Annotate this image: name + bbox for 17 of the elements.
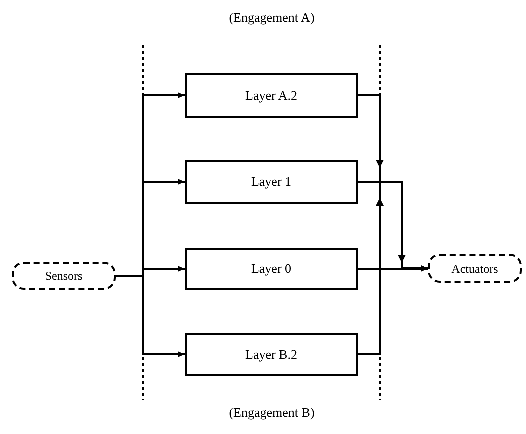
group-label: (Engagement A) (228, 9, 316, 27)
node-label: Layer A.2 (246, 86, 298, 105)
node-label: Layer 0 (251, 260, 292, 278)
arrow (358, 181, 428, 356)
node-label: Actuators (452, 260, 498, 278)
layer-box (185, 160, 358, 204)
layer-box (185, 248, 358, 290)
io-terminal (428, 254, 522, 283)
arrow (358, 266, 428, 272)
group-label: (Engagement B) (228, 404, 316, 422)
node-label: Layer B.2 (246, 346, 298, 364)
layer-box (185, 333, 358, 376)
node-label: Sensors (45, 268, 83, 285)
node-label: Layer 1 (251, 173, 292, 192)
io-terminal (12, 262, 116, 290)
layer-box (185, 73, 358, 118)
arrow (116, 275, 185, 358)
